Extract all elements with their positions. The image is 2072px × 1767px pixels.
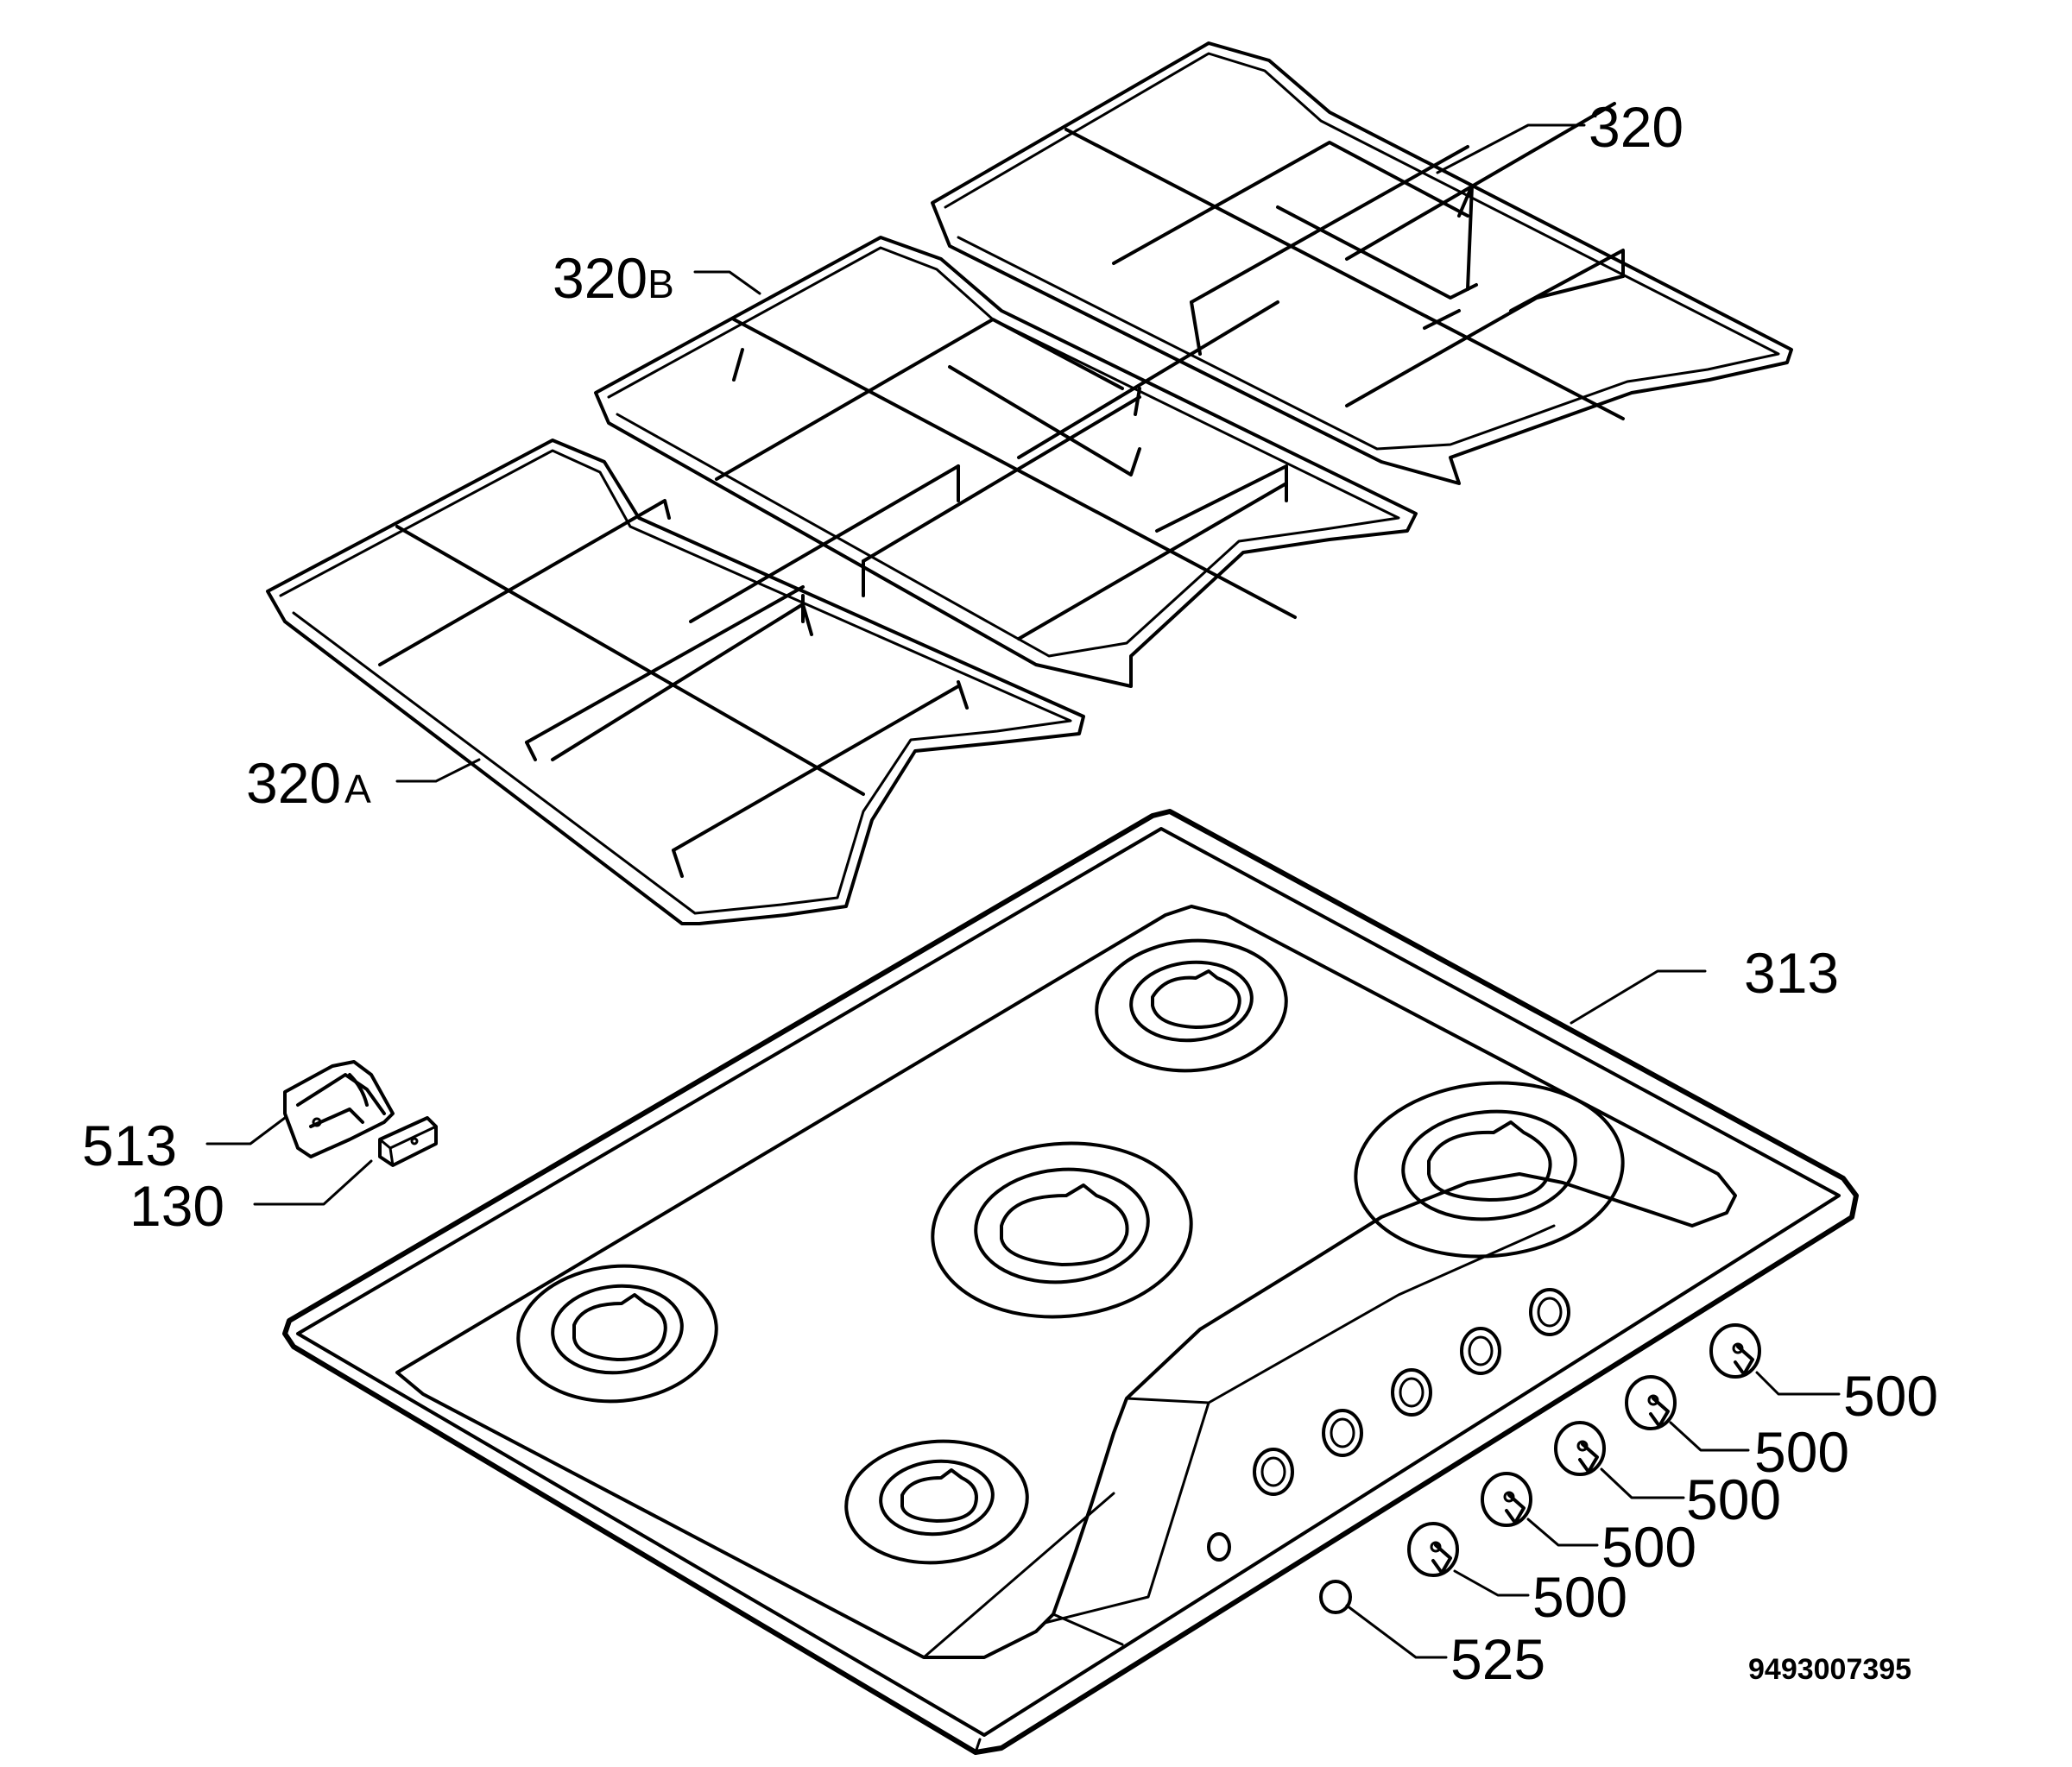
label-320a-suffix: A (344, 767, 371, 811)
knob-holes (1207, 1288, 1570, 1562)
label-500-knob-2: 500 (1601, 1515, 1696, 1579)
knob-4 (1625, 1375, 1677, 1430)
pan-support-grid-320b (594, 236, 1418, 688)
knob-5 (1709, 1323, 1761, 1379)
label-320b-suffix: B (648, 262, 674, 306)
label-130: 130 (130, 1174, 224, 1238)
label-320b: 320B (553, 246, 674, 310)
label-500-knob-4: 500 (1754, 1420, 1849, 1484)
label-500-knob-3: 500 (1686, 1467, 1781, 1531)
pan-support-grid-320 (931, 41, 1793, 485)
label-320a-number: 320 (246, 751, 341, 815)
part-130 (378, 1116, 438, 1167)
ignition-button-525 (1319, 1580, 1352, 1614)
leader-lines (205, 123, 1841, 1659)
burner-right-large (1354, 1081, 1625, 1259)
label-320: 320 (1589, 95, 1684, 159)
label-500-knob-1: 500 (1532, 1565, 1627, 1629)
clip-513 (283, 1060, 395, 1158)
control-knobs-500 (1407, 1323, 1761, 1577)
burner-front (844, 1439, 1029, 1565)
label-500-knob-5: 500 (1843, 1364, 1938, 1428)
knob-3 (1554, 1421, 1606, 1476)
label-313: 313 (1744, 941, 1839, 1005)
label-525: 525 (1450, 1627, 1545, 1691)
knob-1 (1407, 1522, 1459, 1577)
label-513: 513 (82, 1114, 177, 1177)
hob-top-313 (282, 809, 1859, 1755)
label-320b-number: 320 (553, 246, 648, 310)
drawing-number: 9493007395 (1748, 1653, 1911, 1686)
label-320a: 320A (246, 751, 371, 815)
burner-rear (1095, 938, 1288, 1073)
burner-left (516, 1264, 718, 1404)
knob-2 (1481, 1472, 1532, 1527)
burner-center (931, 1141, 1193, 1319)
pan-support-grid-320a (266, 439, 1085, 925)
